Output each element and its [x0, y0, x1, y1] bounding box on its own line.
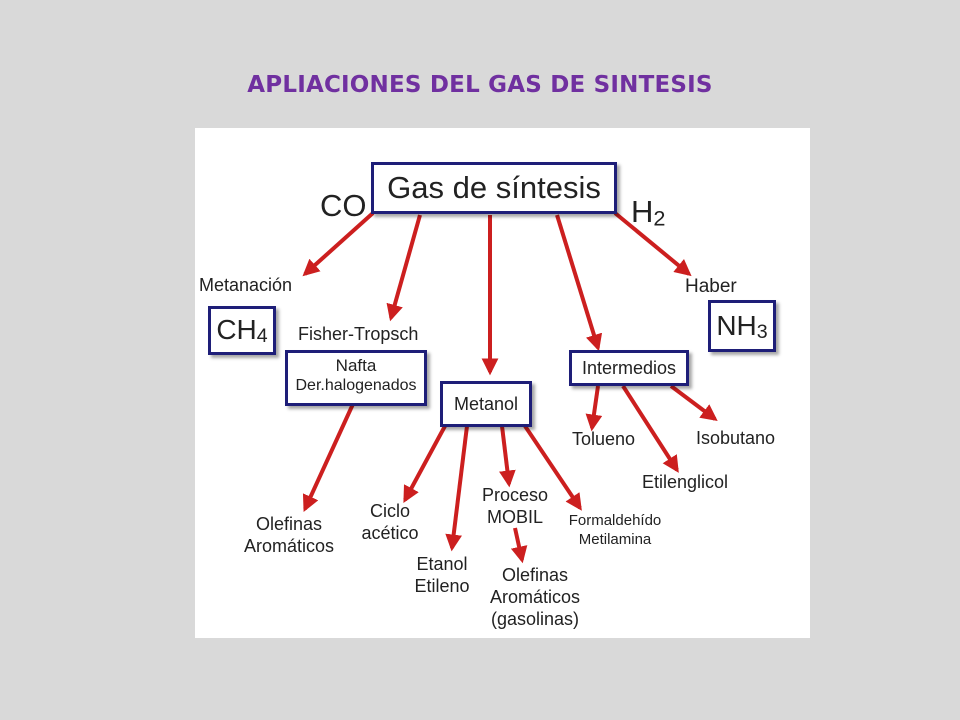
arrow-to-olefinas-2	[510, 527, 528, 564]
arrow-to-haber	[613, 211, 692, 277]
arrow-to-tolueno	[585, 385, 603, 432]
arrow-to-ciclo	[403, 425, 447, 503]
slide-title: APLIACIONES DEL GAS DE SINTESIS	[247, 72, 713, 98]
arrow-to-isobutano	[669, 384, 718, 422]
arrow-to-formaldehido	[523, 424, 582, 511]
arrow-to-etilenglicol	[621, 384, 679, 473]
nafta-subtitle: Der.halogenados	[295, 377, 417, 394]
arrow-to-fisher	[386, 214, 422, 322]
co-label: CO	[320, 188, 367, 223]
olefinas-aromaticos-gasolinas: Olefinas Aromáticos (gasolinas)	[489, 565, 581, 629]
olefinas-aromaticos-1: Olefinas Aromáticos	[243, 514, 335, 556]
arrow-to-proceso	[499, 425, 516, 488]
proceso-mobil: Proceso MOBIL	[481, 485, 549, 527]
arrow-layer	[302, 211, 718, 564]
root-node-gas-de-sintesis: Gas de síntesis	[371, 162, 617, 214]
fisher-tropsch-label: Fisher-Tropsch	[298, 324, 419, 344]
intermedios-node: Intermedios	[569, 350, 689, 386]
arrow-to-metanacion	[302, 211, 375, 277]
etanol-etileno: Etanol Etileno	[414, 554, 470, 596]
nafta-node: Nafta Der.halogenados	[285, 350, 427, 406]
haber-label: Haber	[685, 276, 737, 297]
arrow-to-etanol	[445, 425, 469, 552]
nafta-title: Nafta	[335, 356, 377, 375]
metanol-node: Metanol	[440, 381, 532, 427]
tolueno-label: Tolueno	[572, 429, 636, 449]
formaldehido-metilamina: Formaldehído Metilamina	[568, 512, 662, 548]
etilenglicol-label: Etilenglicol	[642, 472, 729, 492]
metanacion-label: Metanación	[199, 275, 293, 295]
nh3-node: NH3	[708, 300, 776, 352]
h2-label: H2	[631, 194, 666, 231]
arrow-to-intermedios	[555, 214, 603, 352]
isobutano-label: Isobutano	[696, 428, 776, 448]
ciclo-acetico: Ciclo acético	[361, 501, 419, 543]
root-node-label: Gas de síntesis	[387, 170, 601, 205]
ch4-node: CH4	[208, 306, 276, 355]
arrow-to-olefinas-1	[302, 403, 355, 513]
synthesis-gas-diagram: CO Gas de síntesis H2 Metanación CH4 Fis…	[195, 128, 810, 638]
